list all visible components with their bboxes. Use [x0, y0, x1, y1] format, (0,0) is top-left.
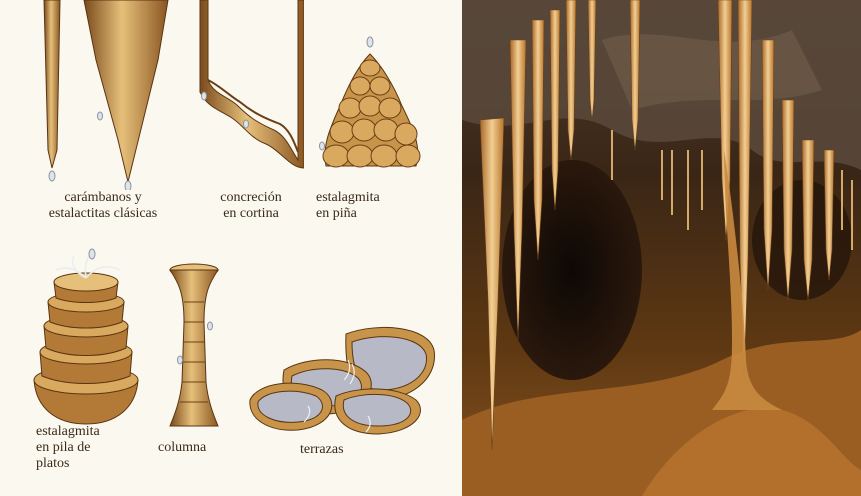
- label-terraces: terrazas: [300, 442, 420, 458]
- label-icicles: carámbanos y estalactitas clásicas: [18, 190, 188, 222]
- label-plates: estalagmita en pila de platos: [36, 424, 146, 472]
- label-curtain: concreción en cortina: [196, 190, 306, 222]
- curtain-illustration: [194, 0, 304, 175]
- terraces-illustration: [248, 320, 440, 440]
- cave-photo: [462, 0, 861, 496]
- label-column: columna: [158, 440, 238, 456]
- cave-photo-drawing: [462, 0, 861, 496]
- illustration-panel: carámbanos y estalactitas clásicas concr…: [0, 0, 462, 496]
- pinecone-stalagmite-illustration: [318, 36, 428, 186]
- column-illustration: [162, 262, 226, 432]
- label-pinecone: estalagmita en piña: [316, 190, 426, 222]
- stalactites-illustration: [30, 0, 180, 190]
- plate-stack-stalagmite-illustration: [26, 248, 146, 428]
